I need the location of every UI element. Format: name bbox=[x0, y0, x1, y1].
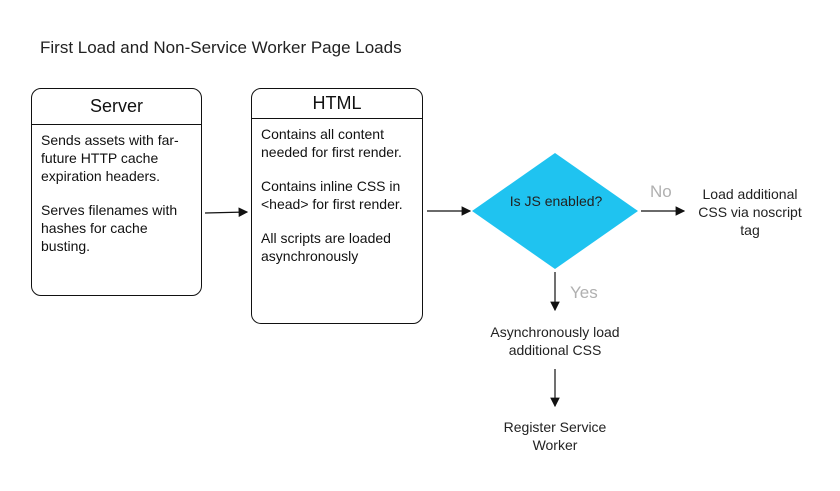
arrow-server-to-html bbox=[204, 207, 249, 217]
diagram-title: First Load and Non-Service Worker Page L… bbox=[40, 38, 402, 57]
server-paragraph: Serves filenames with hashes for cache b… bbox=[41, 202, 178, 254]
decision-label: Is JS enabled? bbox=[509, 193, 603, 209]
html-box: HTML Contains all content needed for fir… bbox=[251, 88, 423, 324]
noscript-css-node: Load additional CSS via noscript tag bbox=[698, 186, 802, 238]
yes-label: Yes bbox=[570, 283, 598, 302]
server-box: Server Sends assets with far-future HTTP… bbox=[31, 88, 202, 296]
server-paragraph: Sends assets with far-future HTTP cache … bbox=[41, 132, 179, 184]
html-paragraph: All scripts are loaded asynchronously bbox=[261, 230, 391, 264]
decision-diamond bbox=[472, 153, 638, 269]
no-label: No bbox=[650, 182, 672, 201]
html-body: Contains all content needed for first re… bbox=[252, 119, 422, 265]
html-paragraph: Contains inline CSS in <head> for first … bbox=[261, 178, 403, 212]
async-css-node: Asynchronously load additional CSS bbox=[490, 324, 620, 358]
html-paragraph: Contains all content needed for first re… bbox=[261, 126, 402, 160]
server-heading: Server bbox=[32, 89, 201, 125]
html-heading: HTML bbox=[252, 89, 422, 119]
server-body: Sends assets with far-future HTTP cache … bbox=[32, 125, 201, 255]
register-sw-node: Register Service Worker bbox=[503, 419, 607, 453]
